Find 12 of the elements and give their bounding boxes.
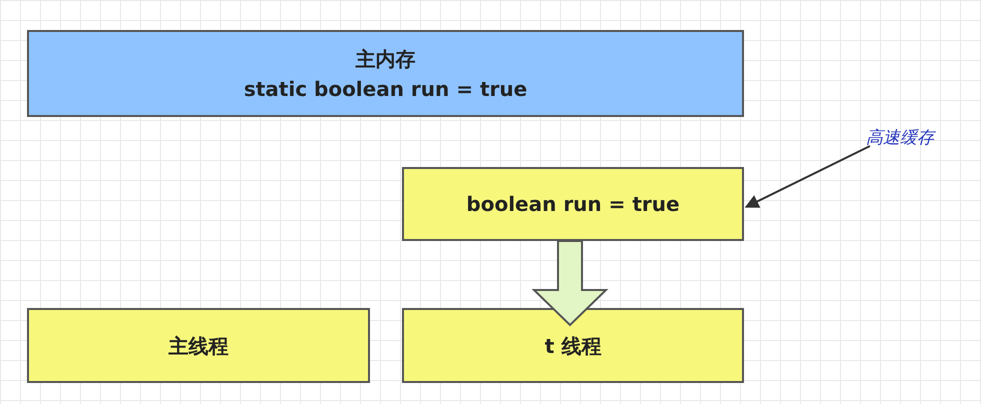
arrow <box>744 145 870 208</box>
thread-box <box>402 308 744 383</box>
box-text: static boolean run = true <box>244 76 528 102</box>
box-text: t 线程 <box>544 332 602 360</box>
box-title: 主内存 <box>356 46 416 72</box>
annotation-text: 高速缓存 <box>866 126 934 149</box>
block-arrow <box>532 240 608 326</box>
cache-box <box>402 167 744 241</box>
box-text: boolean run = true <box>466 191 680 218</box>
thread-box <box>27 308 370 383</box>
box-text: 主线程 <box>168 332 228 360</box>
memory-box <box>27 30 744 117</box>
